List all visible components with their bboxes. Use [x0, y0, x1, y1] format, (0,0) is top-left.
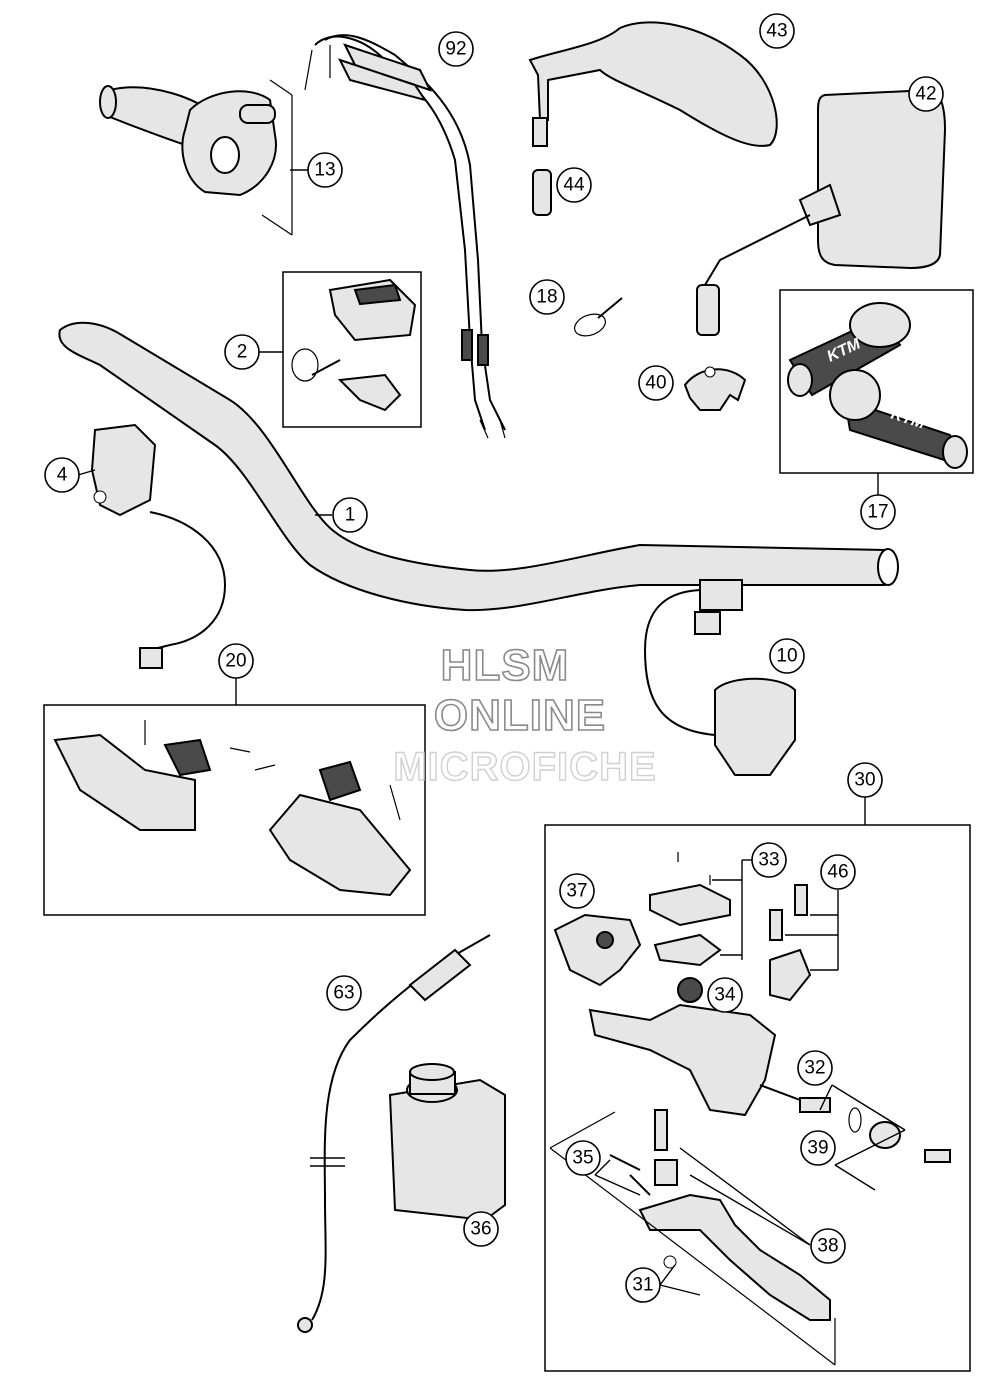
svg-text:63: 63: [333, 983, 354, 1004]
svg-text:4: 4: [57, 465, 68, 486]
mirror-left: [528, 21, 778, 147]
svg-text:44: 44: [563, 175, 585, 196]
part-box-30: [544, 824, 971, 1372]
callout-31: 31: [625, 1267, 661, 1303]
svg-text:39: 39: [807, 1138, 828, 1159]
svg-text:2: 2: [237, 342, 248, 363]
callout-63: 63: [326, 975, 362, 1011]
svg-text:30: 30: [854, 770, 875, 791]
callout-92: 92: [438, 31, 474, 67]
mirror-clamp: [683, 366, 747, 411]
callout-33: 33: [751, 842, 787, 878]
svg-text:17: 17: [867, 502, 888, 523]
callout-46: 46: [820, 854, 856, 890]
svg-text:37: 37: [566, 881, 587, 902]
callout-18: 18: [529, 279, 565, 315]
svg-text:32: 32: [804, 1058, 825, 1079]
callout-36: 36: [463, 1211, 499, 1247]
callout-32: 32: [797, 1050, 833, 1086]
svg-text:43: 43: [766, 21, 787, 42]
callout-44: 44: [556, 167, 592, 203]
callout-38: 38: [810, 1228, 846, 1264]
watermark-line-1: HLSM: [441, 641, 570, 690]
callout-20: 20: [218, 643, 254, 679]
watermark-line-3: MICROFICHE: [393, 745, 656, 789]
throttle-cables: [304, 34, 506, 439]
callout-35: 35: [565, 1140, 601, 1176]
svg-text:46: 46: [827, 862, 848, 883]
watermark: HLSM ONLINE MICROFICHE: [393, 640, 657, 790]
part-box-2: [282, 271, 422, 428]
callout-43: 43: [759, 13, 795, 49]
part-box-20: [43, 704, 426, 916]
leader-lines: [77, 169, 906, 1296]
callout-39: 39: [800, 1130, 836, 1166]
right-switch: [643, 579, 796, 776]
svg-text:36: 36: [470, 1219, 491, 1240]
callouts: 1 2 4 10 13 17 18 20 30 31 32 33 34 35 3…: [44, 13, 944, 1303]
callout-42: 42: [908, 76, 944, 112]
callout-13: 13: [307, 152, 343, 188]
svg-text:34: 34: [714, 985, 736, 1006]
svg-text:1: 1: [345, 505, 356, 526]
svg-text:18: 18: [536, 287, 557, 308]
callout-1: 1: [332, 497, 368, 533]
svg-text:40: 40: [645, 373, 666, 394]
callout-10: 10: [769, 638, 805, 674]
callout-4: 4: [44, 457, 80, 493]
svg-text:92: 92: [445, 39, 466, 60]
svg-text:13: 13: [314, 160, 335, 181]
fluid-bottle: [388, 1063, 506, 1222]
part-box-17: KTM KTM: [779, 289, 974, 474]
watermark-line-2: ONLINE: [434, 691, 606, 740]
mirror-adapter: [532, 169, 552, 216]
callout-34: 34: [707, 977, 743, 1013]
handlebar: [58, 321, 899, 612]
cable-tie: [573, 297, 623, 337]
svg-text:35: 35: [572, 1148, 593, 1169]
throttle-assembly: [99, 79, 293, 236]
svg-text:42: 42: [915, 84, 936, 105]
clutch-cable: [297, 934, 491, 1333]
svg-text:38: 38: [817, 1236, 838, 1257]
callout-2: 2: [224, 334, 260, 370]
callout-30: 30: [847, 762, 883, 798]
svg-text:31: 31: [632, 1275, 653, 1296]
callout-37: 37: [559, 873, 595, 909]
callout-17: 17: [860, 494, 896, 530]
mirror-right: [696, 88, 947, 336]
svg-text:33: 33: [758, 850, 779, 871]
callout-40: 40: [638, 365, 674, 401]
svg-text:10: 10: [776, 646, 797, 667]
svg-text:20: 20: [225, 651, 246, 672]
left-switch: [90, 423, 227, 669]
